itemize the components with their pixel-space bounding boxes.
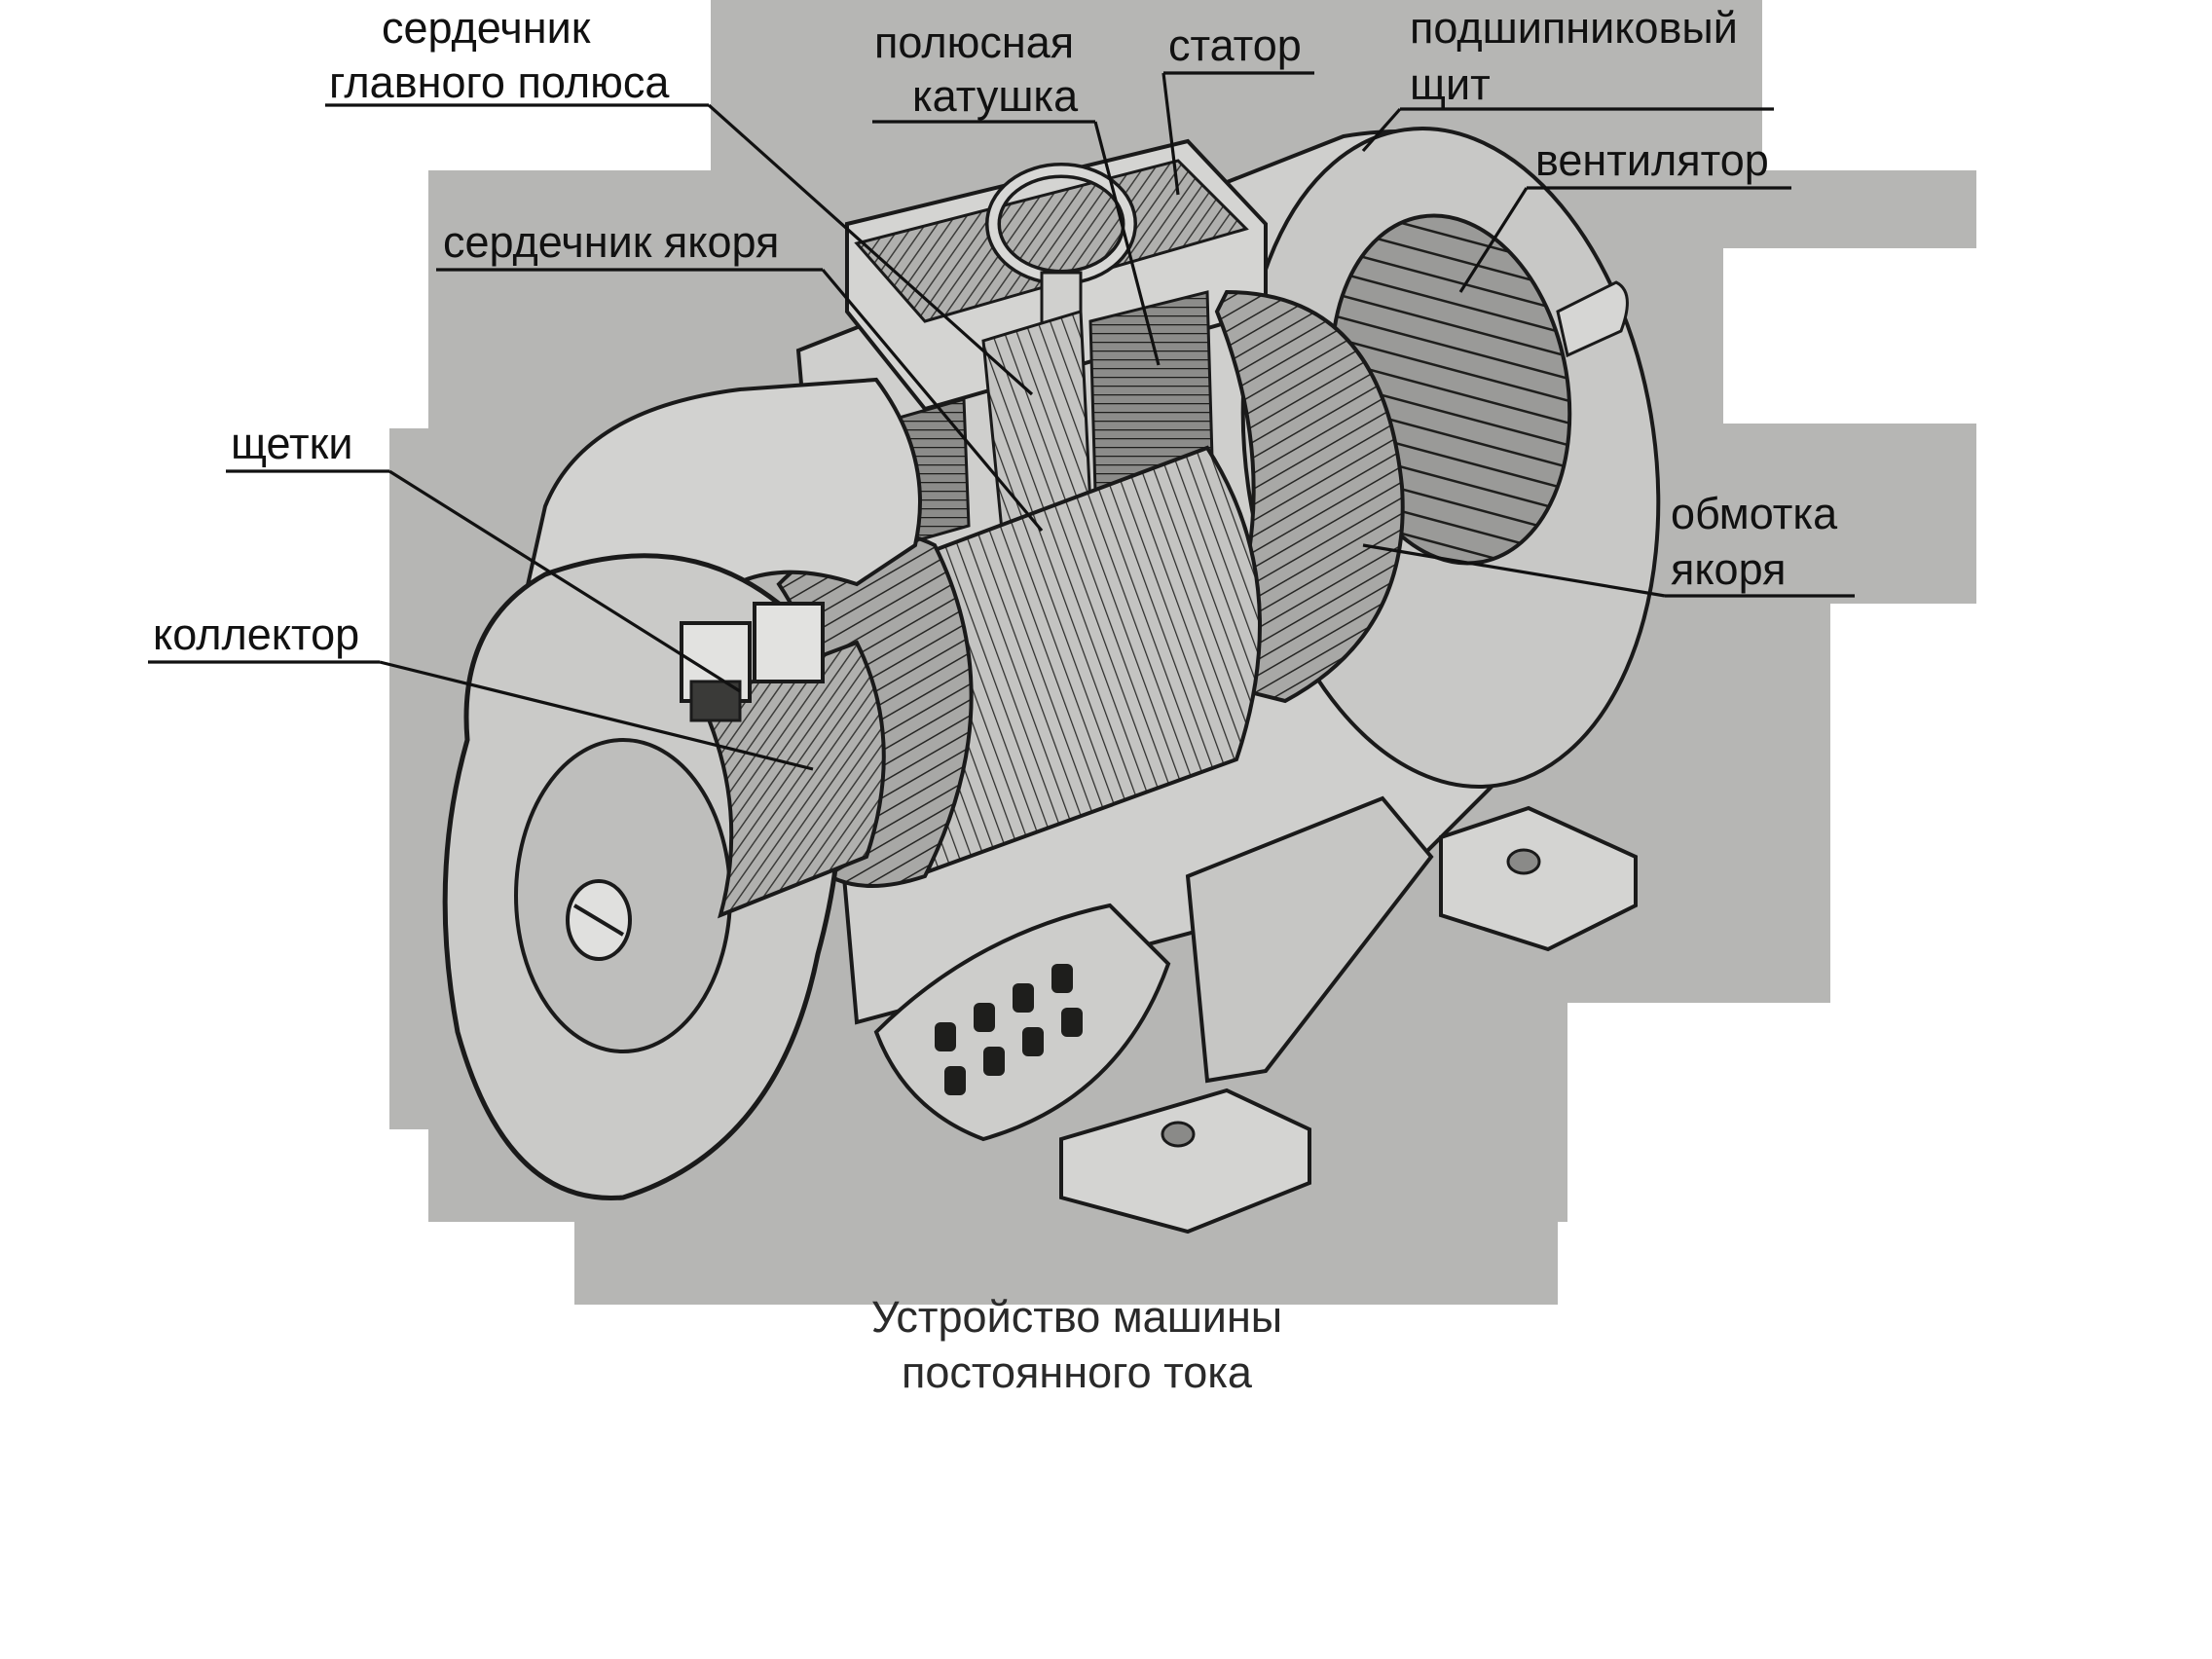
- leader-commutator-arrow: [379, 660, 814, 771]
- caption-line2: постоянного тока: [902, 1347, 1253, 1397]
- leader-pole-coil-arrow: [1093, 121, 1161, 366]
- leader-stator-arrow: [1161, 72, 1180, 196]
- label-bearing-shield-line2: щит: [1410, 59, 1491, 109]
- label-main-pole-core-line1: сердечник: [382, 3, 591, 53]
- vent-slots: [935, 964, 1083, 1095]
- stator-hatch: [854, 159, 1249, 323]
- caption-line1: Устройство машины: [871, 1292, 1282, 1342]
- label-armature-winding-line2: якоря: [1671, 544, 1786, 594]
- label-brushes: щетки: [231, 419, 353, 468]
- motor-illustration: [442, 127, 1661, 1235]
- figure-caption: Устройство машины постоянного тока: [871, 1292, 1282, 1397]
- label-fan: вентилятор: [1535, 135, 1769, 185]
- label-bearing-shield-line1: подшипниковый: [1410, 3, 1738, 53]
- leader-fan-arrow: [1458, 187, 1529, 293]
- label-stator: статор: [1168, 20, 1302, 70]
- label-pole-coil-line1: полюсная: [874, 18, 1074, 67]
- label-armature-core: сердечник якоря: [443, 217, 779, 267]
- callout-labels: сердечник главного полюса полюсная катуш…: [148, 3, 1855, 771]
- leader-armature-core-arrow: [821, 268, 1044, 533]
- label-commutator: коллектор: [153, 609, 359, 659]
- shaft-end: [1556, 280, 1629, 358]
- leader-armature-winding-arrow: [1362, 543, 1666, 598]
- mounting-foot-rear: [1439, 805, 1638, 952]
- label-armature-winding-line1: обмотка: [1671, 489, 1838, 538]
- commutator-shape: [698, 640, 886, 919]
- label-pole-coil-line2: катушка: [912, 71, 1079, 121]
- leader-brushes-arrow: [388, 469, 741, 693]
- leader-bearing-shield-arrow: [1361, 107, 1402, 153]
- frame-leg: [1185, 795, 1434, 1084]
- leader-main-pole-core-arrow: [707, 103, 1034, 396]
- mounting-foot-front: [1059, 1088, 1311, 1235]
- label-main-pole-core-line2: главного полюса: [329, 57, 670, 107]
